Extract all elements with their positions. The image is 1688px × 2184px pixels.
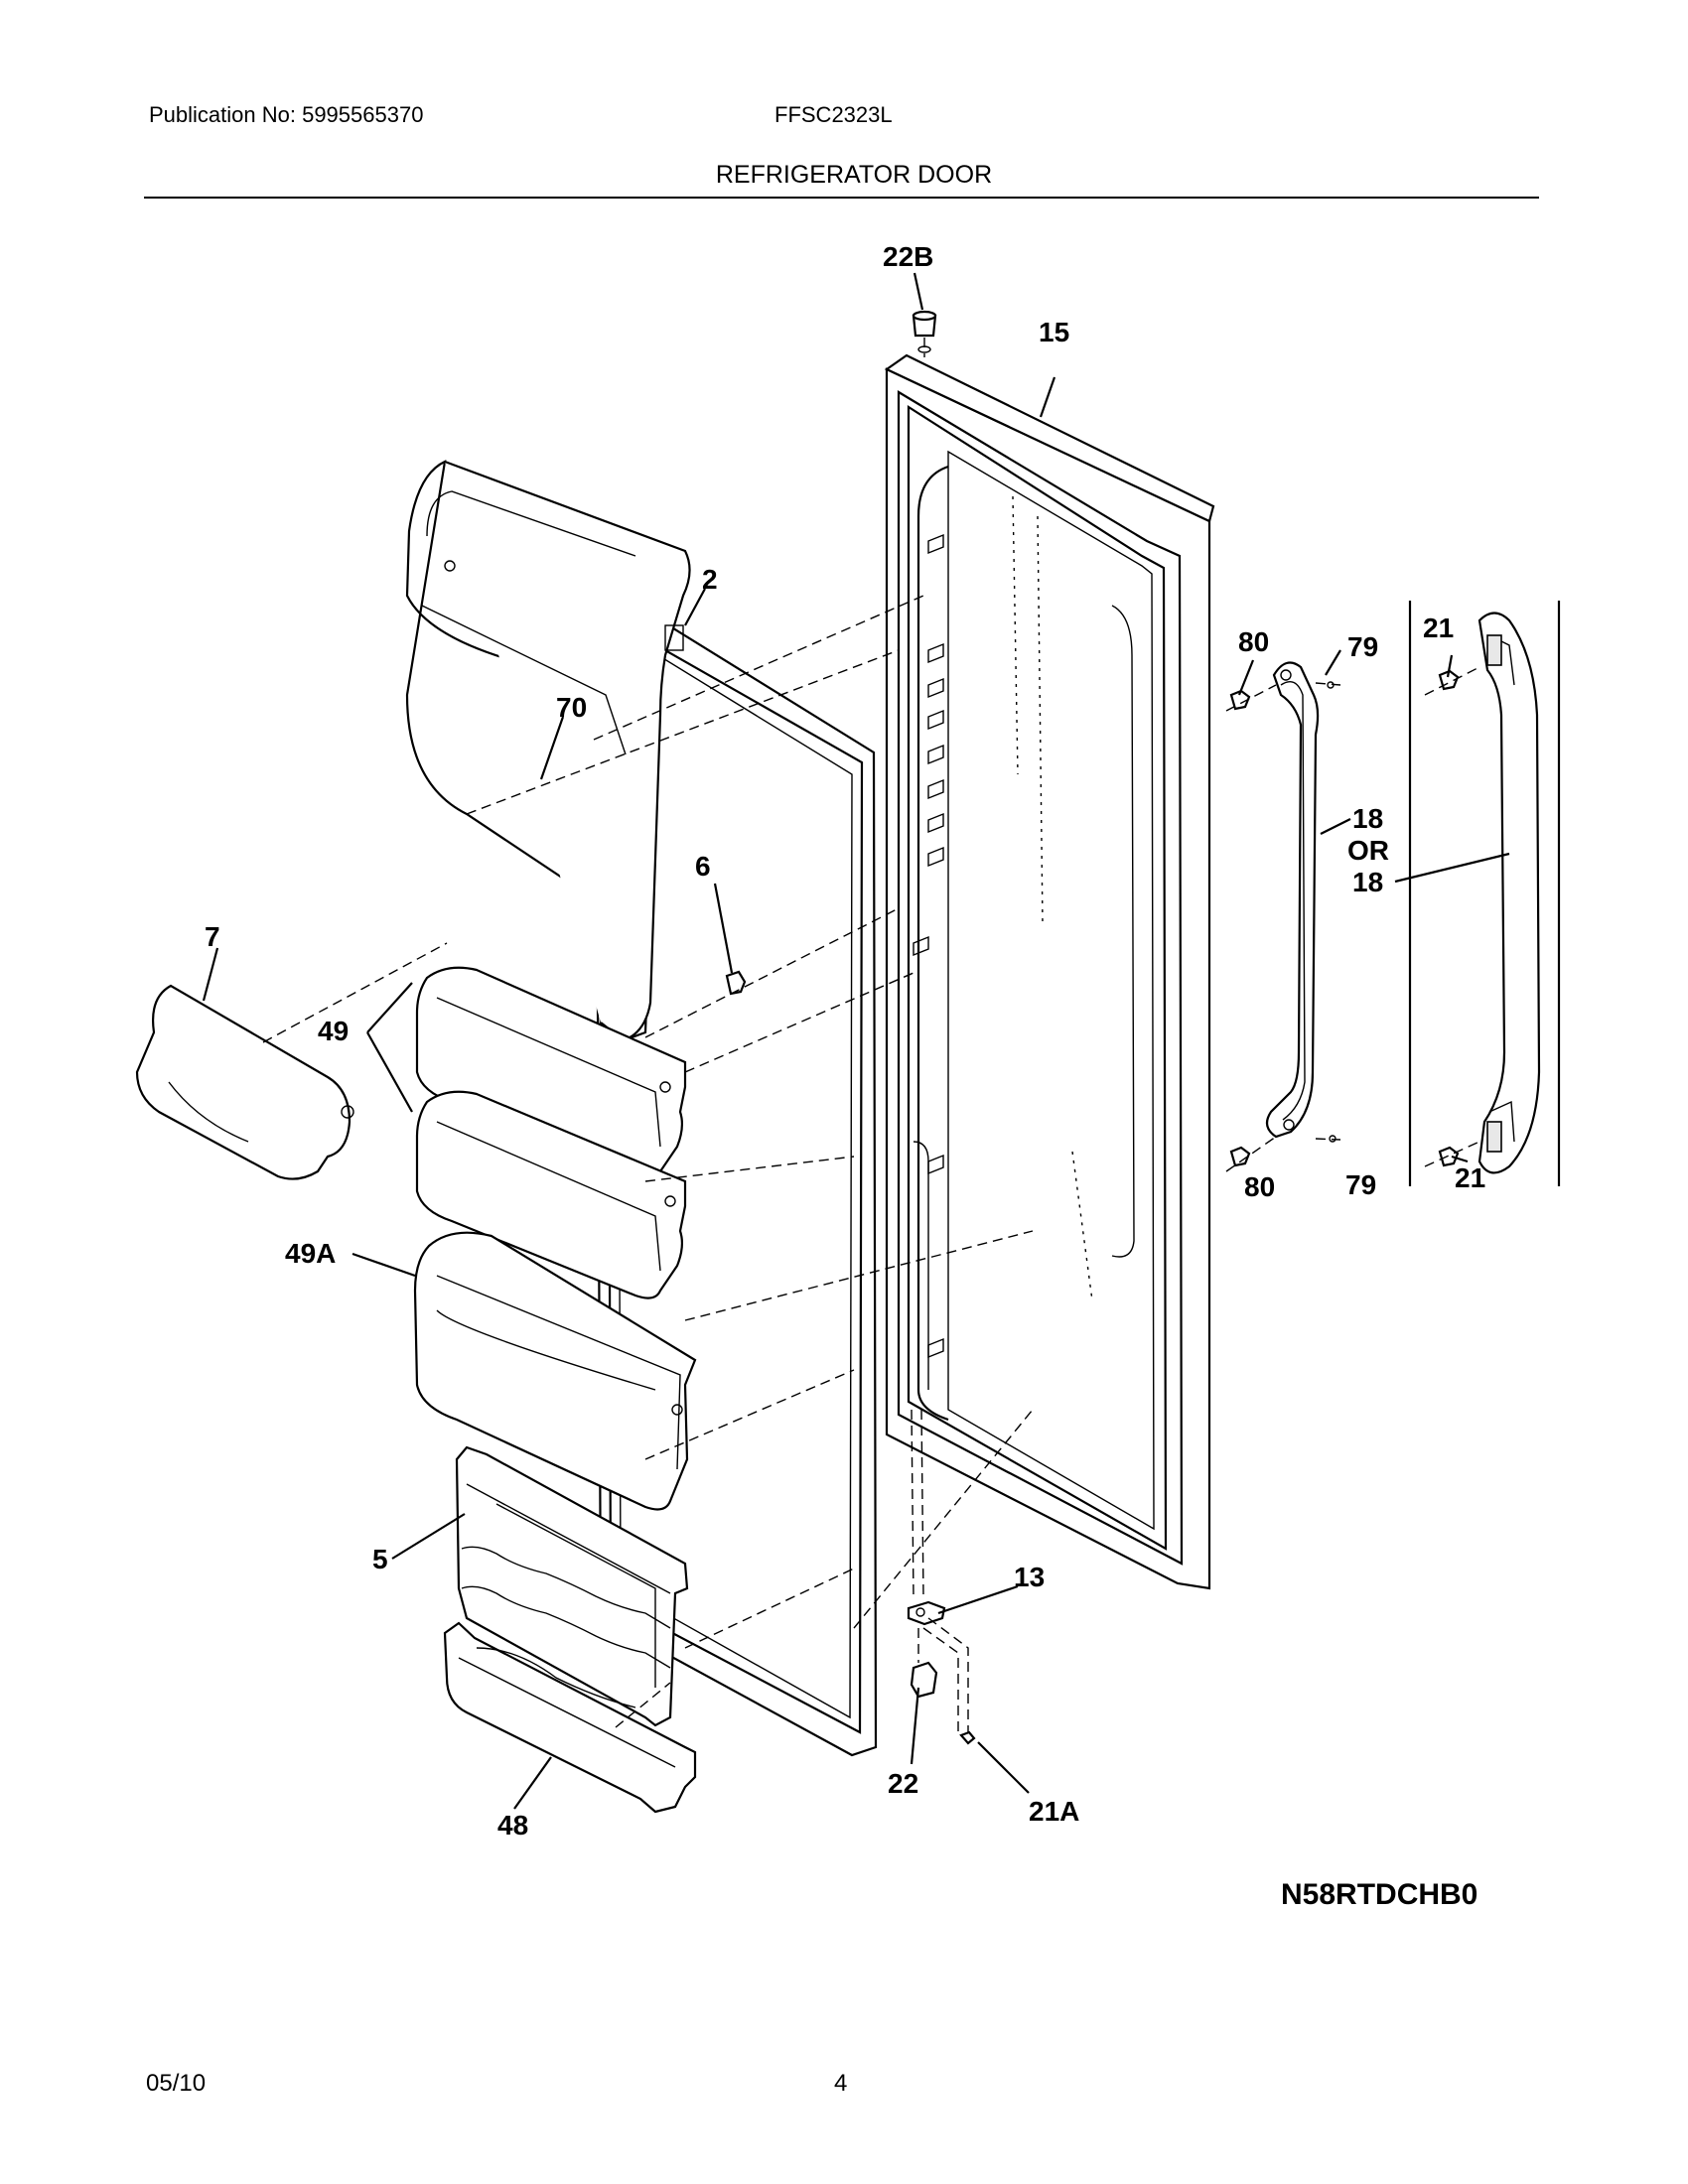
door-panel-part bbox=[884, 353, 1215, 1590]
handle-screws-part bbox=[1229, 681, 1336, 1167]
dairy-compartment-part bbox=[405, 460, 691, 1042]
bottom-bin-part bbox=[443, 1621, 697, 1814]
callout-49: 49 bbox=[318, 1016, 349, 1046]
callout-7: 7 bbox=[205, 921, 220, 952]
alt-handle-part bbox=[1477, 612, 1541, 1174]
door-handle-part bbox=[1265, 661, 1320, 1139]
callout-21-top: 21 bbox=[1423, 613, 1454, 643]
callout-79-top: 79 bbox=[1347, 631, 1378, 662]
callout-70: 70 bbox=[556, 692, 587, 723]
header-divider bbox=[144, 197, 1539, 199]
callout-49a: 49A bbox=[285, 1238, 336, 1269]
callout-5: 5 bbox=[372, 1544, 388, 1574]
callout-80-top: 80 bbox=[1238, 626, 1269, 657]
door-bin-lower-part bbox=[415, 1090, 687, 1299]
callout-2: 2 bbox=[702, 564, 718, 595]
section-title: REFRIGERATOR DOOR bbox=[715, 161, 993, 189]
hinge-bushing-part bbox=[912, 310, 937, 353]
assembly-lines bbox=[262, 338, 1480, 1728]
callout-18-b: 18 bbox=[1352, 867, 1383, 897]
can-rack-part bbox=[455, 1445, 689, 1727]
dairy-door-part bbox=[135, 984, 354, 1180]
callout-80-bottom: 80 bbox=[1244, 1171, 1275, 1202]
leader-lines bbox=[202, 272, 1510, 1810]
callout-15: 15 bbox=[1039, 317, 1069, 347]
publication-number: Publication No: 5995565370 bbox=[149, 102, 424, 127]
model-number: FFSC2323L bbox=[774, 102, 893, 127]
large-door-bin-part bbox=[413, 1231, 697, 1511]
callout-21a: 21A bbox=[1029, 1796, 1079, 1827]
callout-18-or: OR bbox=[1347, 835, 1389, 866]
callout-21-bottom: 21 bbox=[1455, 1162, 1485, 1193]
footer-page-number: 4 bbox=[834, 2070, 848, 2097]
callout-18-a: 18 bbox=[1352, 803, 1383, 834]
callout-48: 48 bbox=[497, 1810, 528, 1841]
alt-handle-screws-part bbox=[1438, 669, 1460, 1167]
callout-6: 6 bbox=[695, 851, 711, 882]
callout-13: 13 bbox=[1014, 1562, 1045, 1592]
footer-date: 05/10 bbox=[146, 2070, 207, 2097]
diagram-code: N58RTDCHB0 bbox=[1281, 1878, 1477, 1911]
door-clip-part bbox=[725, 970, 747, 996]
callout-79-bottom: 79 bbox=[1345, 1169, 1376, 1200]
callout-22: 22 bbox=[888, 1768, 918, 1799]
callout-22b: 22B bbox=[883, 241, 933, 272]
alt-handle-bracket bbox=[1408, 601, 1561, 1186]
